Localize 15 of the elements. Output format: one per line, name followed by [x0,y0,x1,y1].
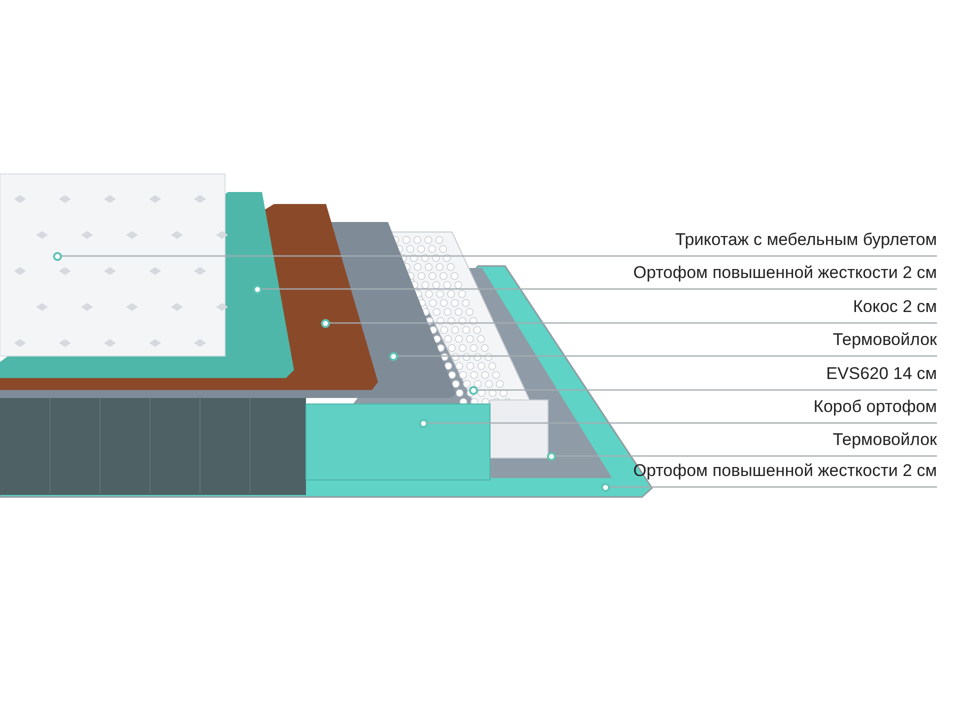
layer-label: Трикотаж с мебельным бурлетом [675,229,937,251]
leader-line [555,455,937,457]
layer-label: Кокос 2 см [852,296,937,318]
leader-line [609,486,937,488]
leader-line [477,389,937,391]
layer-label: EVS620 14 см [826,363,937,385]
layer-label: Короб ортофом [814,396,937,418]
leader-line [61,255,937,257]
leader-line [329,322,937,324]
leader-line [397,355,937,357]
layer-label: Ортофом повышенной жесткости 2 см [633,262,937,284]
layer-label: Термовойлок [832,329,937,351]
leader-line [427,422,937,424]
leader-line [261,288,937,290]
layer-label: Термовойлок [832,429,937,451]
